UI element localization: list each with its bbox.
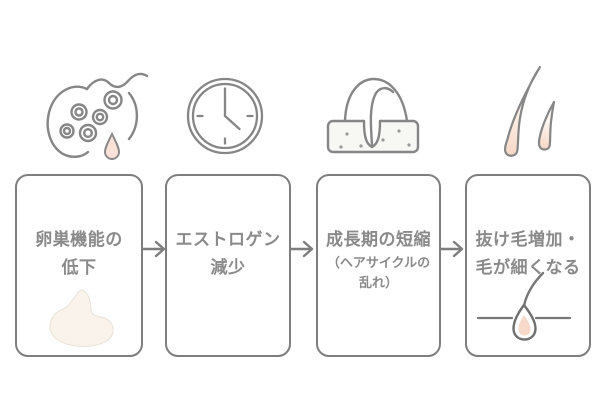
- hair-arch: [343, 77, 409, 123]
- step-label: 卵巣機能の 低下: [11, 226, 147, 282]
- hair-strand: [369, 87, 395, 147]
- thin-hairs-icon: [503, 65, 556, 157]
- ovary-right-arc: [127, 91, 139, 141]
- arrow-right-icon: [439, 240, 464, 258]
- hair-root-icon: [476, 271, 572, 341]
- ovary-outline: [46, 85, 90, 158]
- follicle-pore: [362, 119, 382, 149]
- hour-hand: [223, 114, 241, 131]
- step-label: 成長期の短縮 （ヘアサイクルの 乱れ）: [312, 226, 445, 294]
- label-line: 抜け毛増加・: [475, 230, 581, 250]
- step-box-growth-phase-shortening: 成長期の短縮 （ヘアサイクルの 乱れ）: [316, 174, 441, 357]
- arrow-right-icon: [289, 240, 314, 258]
- label-line: 毛が細くなる: [475, 258, 581, 278]
- drop-shape: [103, 131, 121, 160]
- ovary-drop-icon: [46, 72, 149, 160]
- label-line: 成長期の短縮: [326, 230, 431, 250]
- label-line: 減少: [210, 258, 246, 278]
- step-label: 抜け毛増加・ 毛が細くなる: [461, 226, 595, 282]
- hair-follicle-skin-icon: [326, 77, 420, 154]
- step-box-ovarian-decline: 卵巣機能の 低下: [15, 174, 143, 357]
- bulb-inner: [518, 315, 531, 336]
- label-subline: 乱れ）: [358, 276, 398, 291]
- step-box-hair-loss: 抜け毛増加・ 毛が細くなる: [465, 174, 591, 357]
- step-box-estrogen-decrease: エストロゲン 減少: [165, 174, 291, 357]
- label-line: エストロゲン: [175, 230, 281, 250]
- arrow-right-icon: [141, 240, 166, 258]
- ovary-blob-shape: [49, 289, 114, 348]
- skin-dots: [339, 129, 411, 149]
- step-label: エストロゲン 減少: [161, 226, 295, 282]
- clock-icon: [186, 77, 264, 155]
- label-line: 卵巣機能の: [35, 230, 123, 250]
- fallopian-squiggle: [85, 72, 149, 91]
- large-hair: [503, 65, 542, 157]
- label-subline: （ヘアサイクルの: [326, 256, 431, 271]
- label-line: 低下: [61, 258, 97, 278]
- hair-strand: [522, 271, 545, 308]
- small-hair: [537, 100, 556, 151]
